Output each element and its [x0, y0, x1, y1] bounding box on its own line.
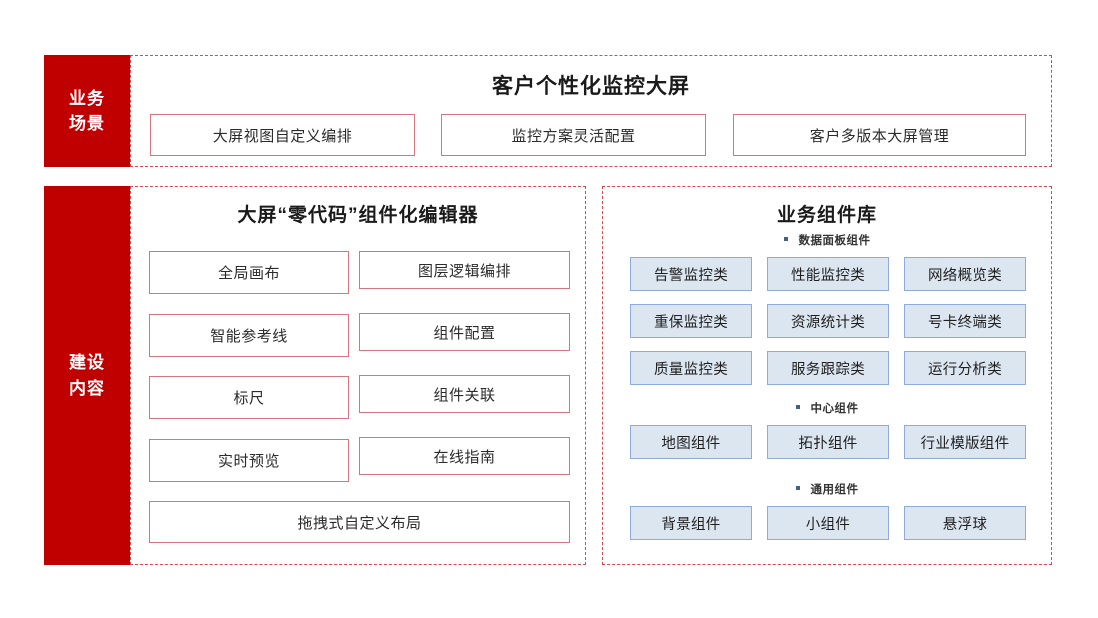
component-network-overview[interactable]: 网络概览类	[904, 257, 1026, 291]
component-operation-analysis[interactable]: 运行分析类	[904, 351, 1026, 385]
sidebar-build-label: 建设 内容	[69, 350, 105, 401]
component-key-assurance-monitoring[interactable]: 重保监控类	[630, 304, 752, 338]
component-topology[interactable]: 拓扑组件	[767, 425, 889, 459]
group-label-center: 中心组件	[603, 400, 1051, 416]
editor-feature-layer-logic[interactable]: 图层逻辑编排	[359, 251, 570, 289]
editor-feature-global-canvas[interactable]: 全局画布	[149, 251, 349, 294]
editor-feature-live-preview[interactable]: 实时预览	[149, 439, 349, 482]
editor-feature-component-link[interactable]: 组件关联	[359, 375, 570, 413]
business-scene-panel: 客户个性化监控大屏 大屏视图自定义编排 监控方案灵活配置 客户多版本大屏管理	[130, 55, 1052, 167]
component-performance-monitoring[interactable]: 性能监控类	[767, 257, 889, 291]
component-library-panel: 业务组件库 数据面板组件 告警监控类 性能监控类 网络概览类 重保监控类 资源统…	[602, 186, 1052, 565]
bullet-icon	[795, 485, 800, 490]
editor-feature-online-guide[interactable]: 在线指南	[359, 437, 570, 475]
component-alarm-monitoring[interactable]: 告警监控类	[630, 257, 752, 291]
component-background[interactable]: 背景组件	[630, 506, 752, 540]
bullet-icon	[783, 236, 788, 241]
group-label-data-panel: 数据面板组件	[603, 232, 1051, 248]
editor-feature-component-config[interactable]: 组件配置	[359, 313, 570, 351]
sidebar-block-business-scene: 业务 场景	[44, 55, 130, 167]
component-quality-monitoring[interactable]: 质量监控类	[630, 351, 752, 385]
sidebar-build-label-line-1: 建设	[69, 353, 105, 372]
component-resource-statistics[interactable]: 资源统计类	[767, 304, 889, 338]
component-industry-template[interactable]: 行业模版组件	[904, 425, 1026, 459]
scene-box-multi-version[interactable]: 客户多版本大屏管理	[733, 114, 1026, 156]
editor-feature-drag-drop-layout[interactable]: 拖拽式自定义布局	[149, 501, 570, 543]
sidebar-block-build-content: 建设 内容	[44, 186, 130, 565]
group-label-center-text: 中心组件	[810, 403, 859, 415]
scene-box-flexible-config[interactable]: 监控方案灵活配置	[441, 114, 706, 156]
editor-panel: 大屏“零代码”组件化编辑器 全局画布 智能参考线 标尺 实时预览 图层逻辑编排 …	[130, 186, 586, 565]
bullet-icon	[795, 404, 800, 409]
editor-feature-ruler[interactable]: 标尺	[149, 376, 349, 419]
group-label-general: 通用组件	[603, 481, 1051, 497]
group-label-data-panel-text: 数据面板组件	[798, 235, 871, 247]
component-library-title: 业务组件库	[776, 205, 877, 226]
sidebar-scene-label-line-2: 场景	[69, 114, 105, 133]
editor-feature-smart-guideline[interactable]: 智能参考线	[149, 314, 349, 357]
sidebar-scene-label-line-1: 业务	[69, 88, 105, 108]
component-service-tracking[interactable]: 服务跟踪类	[767, 351, 889, 385]
component-widget[interactable]: 小组件	[767, 506, 889, 540]
component-card-terminal[interactable]: 号卡终端类	[904, 304, 1026, 338]
group-label-general-text: 通用组件	[810, 484, 859, 496]
scene-box-custom-layout[interactable]: 大屏视图自定义编排	[150, 114, 415, 156]
editor-panel-title: 大屏“零代码”组件化编辑器	[237, 205, 479, 226]
sidebar-scene-label: 业务 场景	[69, 86, 105, 137]
sidebar-build-label-line-2: 内容	[69, 378, 105, 398]
component-map[interactable]: 地图组件	[630, 425, 752, 459]
business-scene-title: 客户个性化监控大屏	[492, 75, 690, 98]
component-floating-ball[interactable]: 悬浮球	[904, 506, 1026, 540]
